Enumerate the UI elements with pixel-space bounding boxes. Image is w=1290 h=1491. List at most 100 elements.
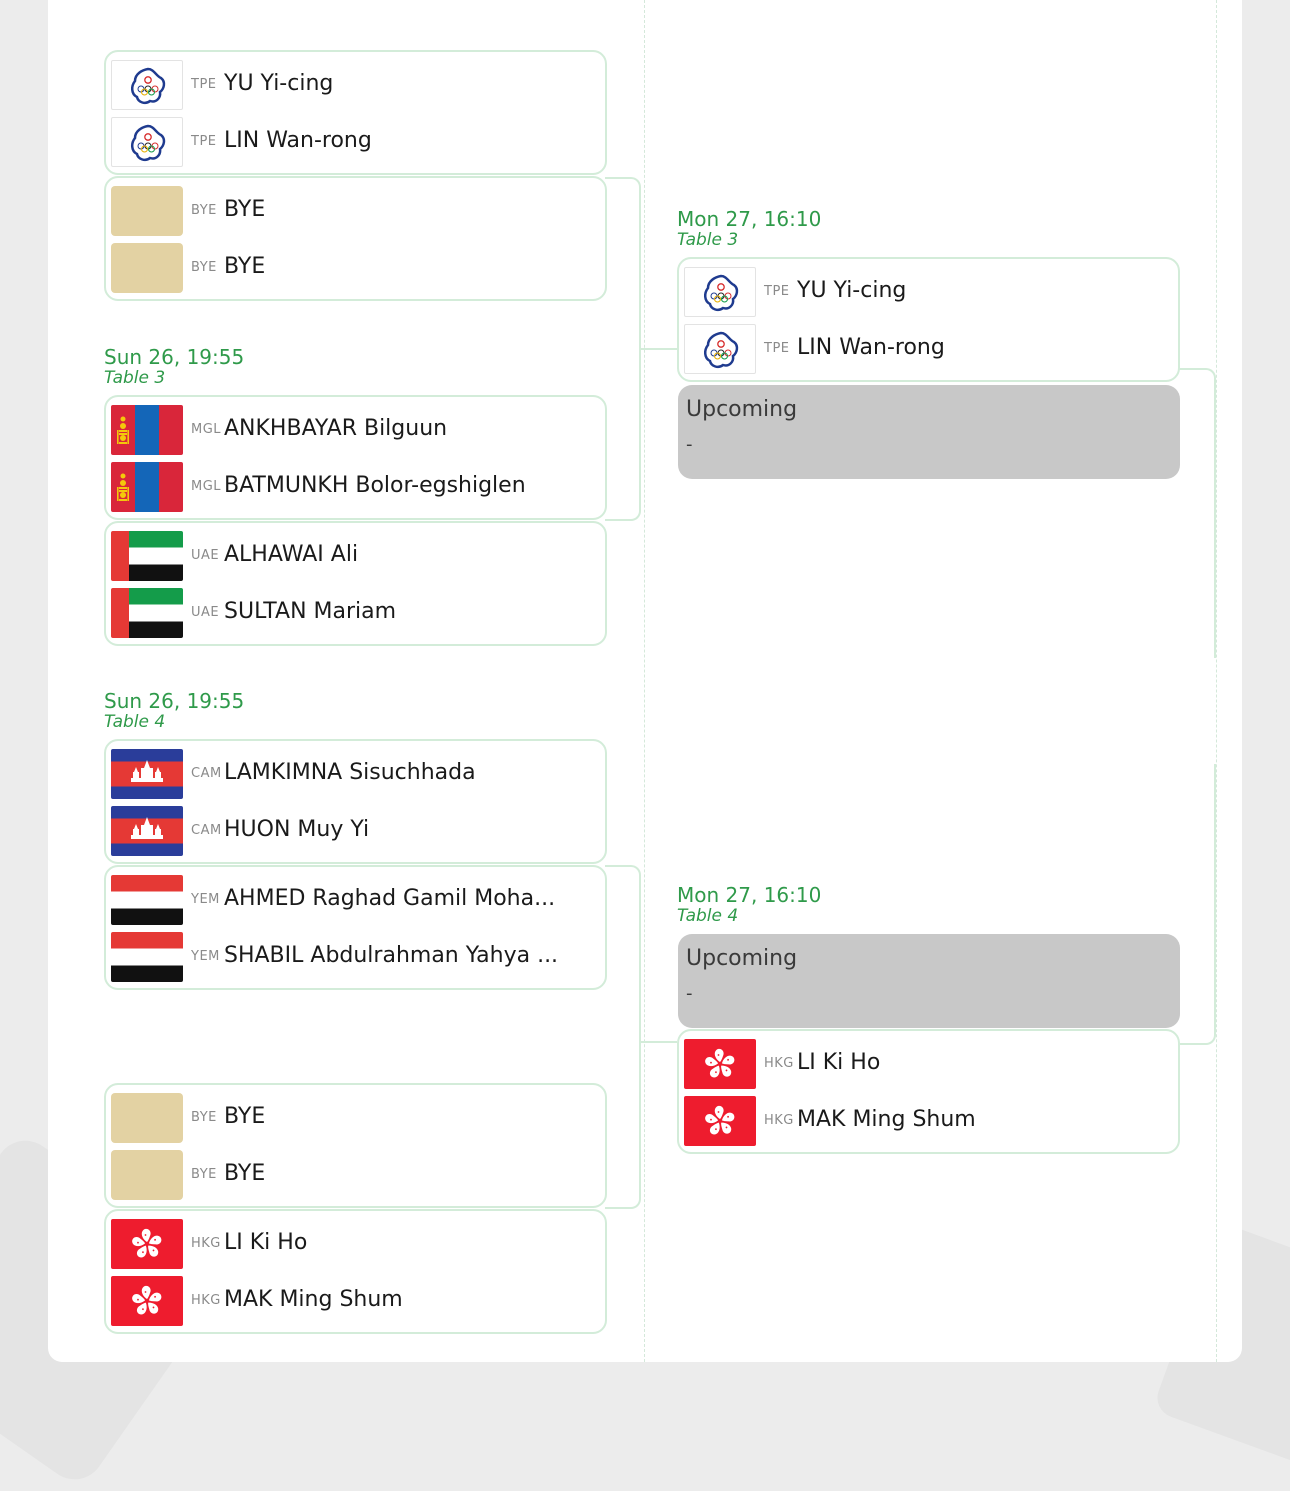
bracket-connector — [605, 348, 641, 521]
country-code: MGL — [191, 479, 222, 494]
player-row[interactable]: UAE SULTAN Mariam — [111, 588, 591, 638]
hkg-flag — [111, 1219, 183, 1269]
tpe-flag — [684, 324, 756, 374]
player-name: SHABIL Abdulrahman Yahya ... — [224, 943, 559, 968]
match-time: Mon 27, 16:10 — [677, 207, 822, 231]
country-code: BYE — [191, 203, 217, 218]
hkg-flag — [684, 1096, 756, 1146]
player-row[interactable]: UAE ALHAWAI Ali — [111, 531, 591, 581]
player-name: MAK Ming Shum — [797, 1107, 976, 1132]
cam-flag — [111, 749, 183, 799]
player-row[interactable]: TPE LIN Wan-rong — [684, 324, 1164, 374]
player-row[interactable]: TPE LIN Wan-rong — [111, 117, 591, 167]
match-time: Sun 26, 19:55 — [104, 689, 245, 713]
player-name: LIN Wan-rong — [797, 335, 945, 360]
bye-flag-placeholder — [111, 1150, 183, 1200]
country-code: HKG — [191, 1236, 221, 1251]
bye-flag-placeholder — [111, 186, 183, 236]
upcoming-match-box[interactable]: Upcoming- — [678, 934, 1180, 1028]
player-name: LAMKIMNA Sisuchhada — [224, 760, 476, 785]
bracket-connector — [1178, 368, 1216, 658]
country-code: TPE — [764, 341, 790, 356]
player-name: LI Ki Ho — [224, 1230, 308, 1255]
bye-flag-placeholder — [111, 243, 183, 293]
player-row[interactable]: BYE BYE — [111, 186, 591, 236]
bracket-connector — [605, 1036, 641, 1209]
country-code: TPE — [764, 284, 790, 299]
column-divider — [644, 0, 645, 1362]
country-code: HKG — [764, 1113, 794, 1128]
country-code: MGL — [191, 422, 222, 437]
tpe-flag — [111, 60, 183, 110]
player-name: BYE — [224, 197, 266, 222]
player-name: BYE — [224, 1104, 266, 1129]
bracket-connector — [1178, 764, 1216, 1045]
country-code: HKG — [764, 1056, 794, 1071]
player-name: SULTAN Mariam — [224, 599, 397, 624]
country-code: TPE — [191, 77, 217, 92]
country-code: YEM — [191, 949, 220, 964]
country-code: UAE — [191, 548, 220, 563]
bracket-connector — [605, 865, 641, 1038]
tpe-flag — [684, 267, 756, 317]
player-name: LIN Wan-rong — [224, 128, 372, 153]
player-name: BATMUNKH Bolor-egshiglen — [224, 473, 526, 498]
player-name: LI Ki Ho — [797, 1050, 881, 1075]
yem-flag — [111, 875, 183, 925]
player-name: ALHAWAI Ali — [224, 542, 359, 567]
bracket-connector — [639, 348, 677, 350]
match-table: Table 4 — [677, 906, 739, 926]
yem-flag — [111, 932, 183, 982]
player-name: MAK Ming Shum — [224, 1287, 403, 1312]
uae-flag — [111, 588, 183, 638]
player-name: AHMED Raghad Gamil Moha... — [224, 886, 556, 911]
upcoming-match-box[interactable]: Upcoming- — [678, 385, 1180, 479]
bracket-connector — [605, 177, 641, 350]
match-table: Table 3 — [104, 368, 166, 388]
hkg-flag — [111, 1276, 183, 1326]
match-time: Sun 26, 19:55 — [104, 345, 245, 369]
player-row[interactable]: BYE BYE — [111, 1093, 591, 1143]
mgl-flag — [111, 462, 183, 512]
match-time: Mon 27, 16:10 — [677, 883, 822, 907]
country-code: BYE — [191, 1110, 217, 1125]
player-name: ANKHBAYAR Bilguun — [224, 416, 448, 441]
country-code: UAE — [191, 605, 220, 620]
bracket-connector — [639, 1041, 677, 1043]
country-code: TPE — [191, 134, 217, 149]
player-row[interactable]: YEM SHABIL Abdulrahman Yahya ... — [111, 932, 591, 982]
player-name: BYE — [224, 1161, 266, 1186]
match-score: - — [686, 434, 693, 455]
player-name: BYE — [224, 254, 266, 279]
hkg-flag — [684, 1039, 756, 1089]
country-code: HKG — [191, 1293, 221, 1308]
column-divider — [1216, 0, 1217, 1362]
